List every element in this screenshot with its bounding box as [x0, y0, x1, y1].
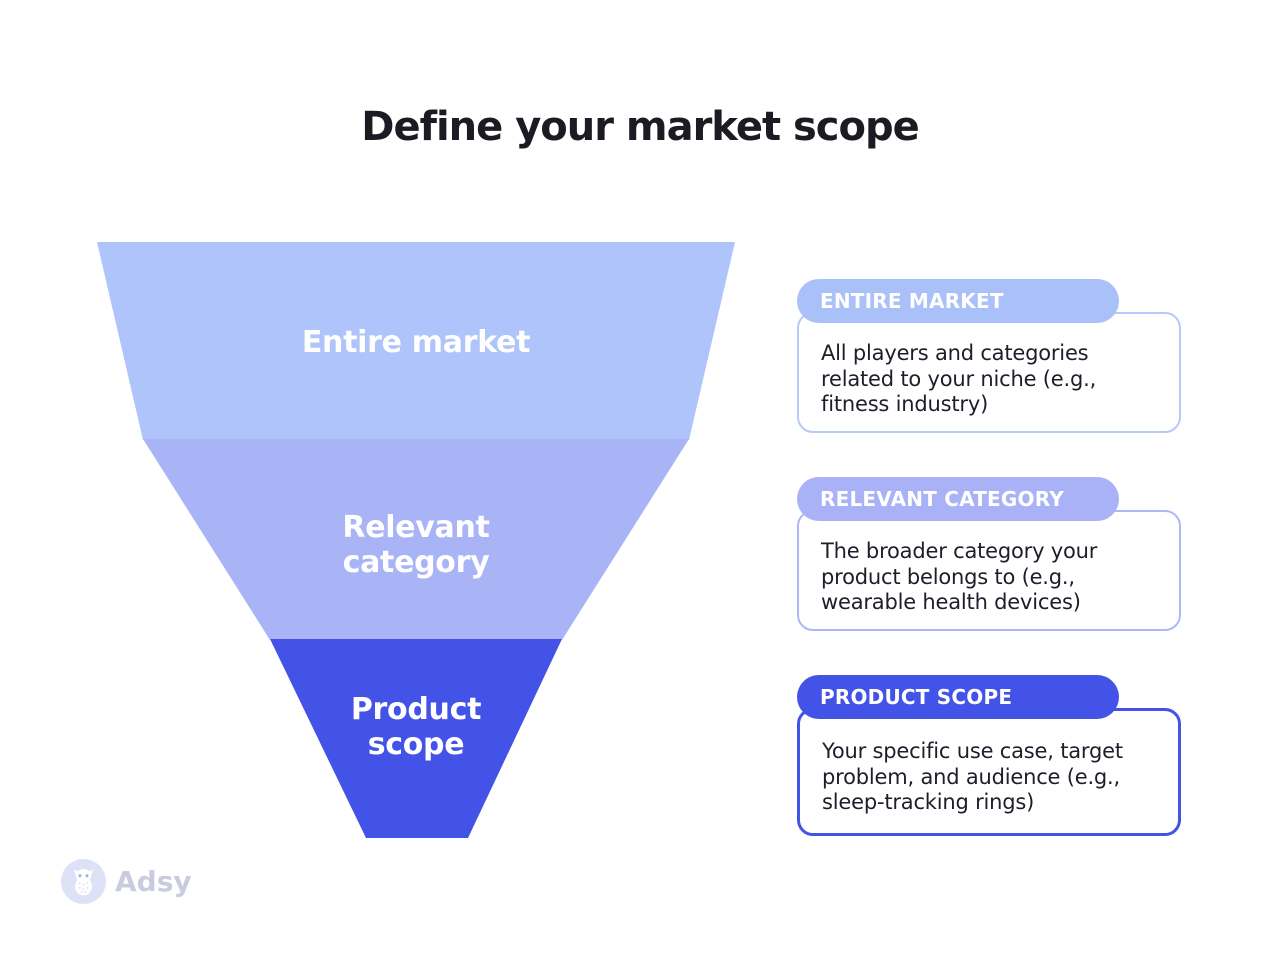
card-header-pill-relevant-category: RELEVANT CATEGORY [797, 477, 1119, 521]
card-header-label: ENTIRE MARKET [820, 289, 1004, 313]
adsy-logo: Adsy [61, 859, 192, 904]
market-funnel: Entire market Relevant category Product … [97, 242, 735, 838]
card-body-product-scope: Your specific use case, target problem, … [797, 708, 1181, 836]
card-header-label: RELEVANT CATEGORY [820, 487, 1064, 511]
card-description: Your specific use case, target problem, … [822, 739, 1123, 814]
card-body-relevant-category: The broader category your product belong… [797, 510, 1181, 631]
card-header-pill-entire-market: ENTIRE MARKET [797, 279, 1119, 323]
card-description: The broader category your product belong… [821, 539, 1098, 614]
logo-wordmark: Adsy [115, 865, 192, 898]
card-header-pill-product-scope: PRODUCT SCOPE [797, 675, 1119, 719]
funnel-label-relevant-category: Relevant category [342, 510, 490, 580]
owl-icon [61, 859, 106, 904]
card-description: All players and categories related to yo… [821, 341, 1097, 416]
funnel-label-product-scope: Product scope [350, 692, 482, 762]
funnel-tier-entire-market [97, 242, 735, 440]
card-header-label: PRODUCT SCOPE [820, 685, 1013, 709]
page-title: Define your market scope [361, 104, 920, 150]
card-body-entire-market: All players and categories related to yo… [797, 312, 1181, 433]
funnel-label-entire-market: Entire market [301, 325, 531, 360]
